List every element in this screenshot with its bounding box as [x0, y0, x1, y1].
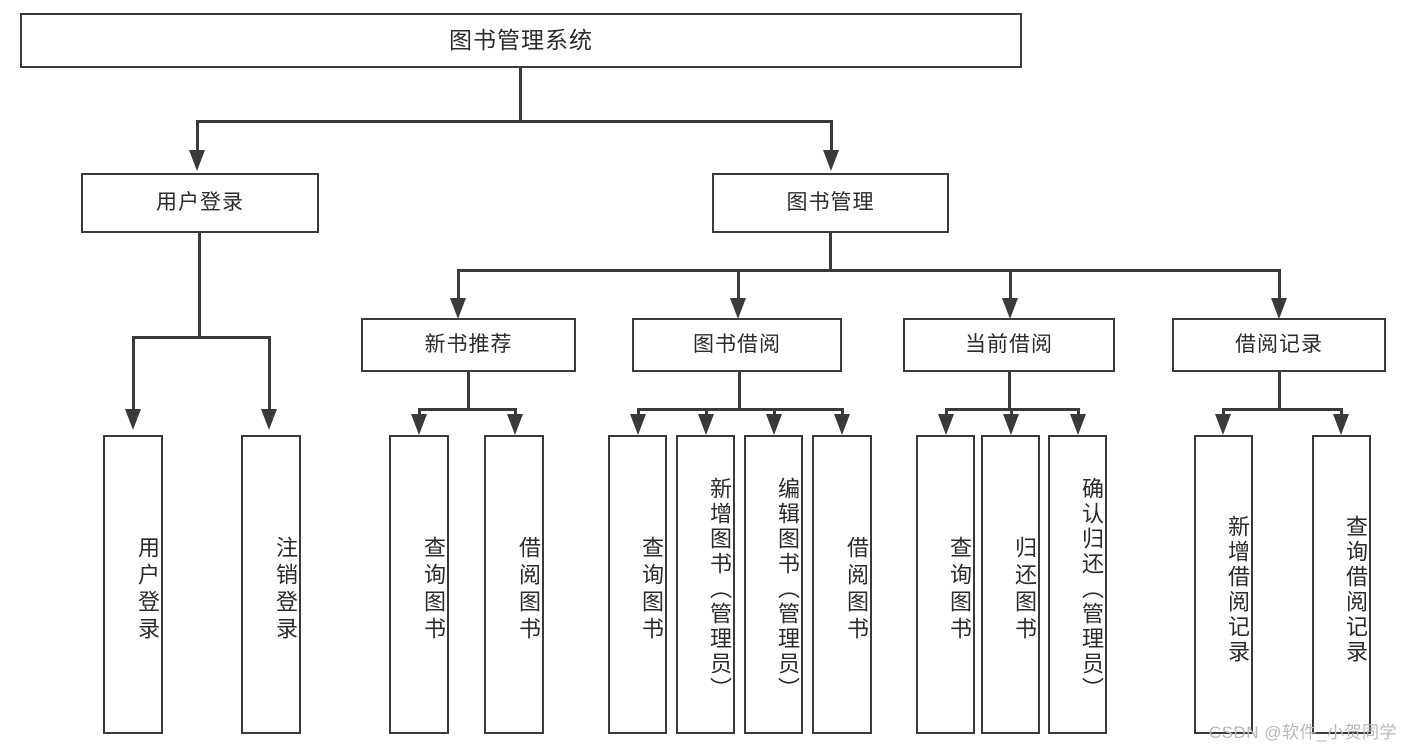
- connector-book-manage-stem: [829, 233, 832, 271]
- connector-user-login-stem: [198, 233, 201, 337]
- connector-root-bar: [196, 120, 833, 123]
- leaf-cb-confirm-return-admin[interactable]: 确认归还（管理员）: [1048, 435, 1107, 734]
- connector-bm-drop-4: [1278, 269, 1281, 300]
- connector-cb-drop-2: [1010, 408, 1013, 416]
- connector-user-login-drop-2: [268, 336, 271, 410]
- connector-root-left-drop: [196, 120, 199, 152]
- connector-br-stem: [1278, 372, 1281, 411]
- leaf-nbr-borrow-book[interactable]: 借阅图书: [484, 435, 544, 734]
- connector-bm-drop-3: [1009, 269, 1012, 300]
- connector-bb-bar: [637, 408, 842, 411]
- connector-nbr-bar: [418, 408, 516, 411]
- arrow-to-cb-leaf-3: [1070, 414, 1086, 435]
- connector-root-stem: [519, 68, 522, 120]
- leaf-logout[interactable]: 注销登录: [241, 435, 301, 734]
- arrow-to-borrow-record: [1271, 298, 1287, 319]
- arrow-to-bb-leaf-4: [834, 414, 850, 435]
- leaf-user-login[interactable]: 用户登录: [103, 435, 163, 734]
- connector-nbr-stem: [467, 372, 470, 411]
- connector-bb-drop-1: [637, 408, 640, 416]
- connector-book-manage-bar: [457, 269, 1281, 272]
- connector-nbr-drop-1: [418, 408, 421, 416]
- connector-cb-drop-1: [945, 408, 948, 416]
- leaf-bb-add-book-admin[interactable]: 新增图书（管理员）: [676, 435, 735, 734]
- arrow-to-current-borrow: [1002, 298, 1018, 319]
- leaf-cb-return-book[interactable]: 归还图书: [981, 435, 1040, 734]
- leaf-br-query-record[interactable]: 查询借阅记录: [1312, 435, 1371, 734]
- connector-bb-drop-2: [705, 408, 708, 416]
- connector-cb-stem: [1008, 372, 1011, 411]
- arrow-to-book-manage: [823, 150, 839, 171]
- leaf-nbr-query-book[interactable]: 查询图书: [389, 435, 449, 734]
- arrow-to-br-leaf-2: [1333, 414, 1349, 435]
- connector-br-drop-1: [1222, 408, 1225, 416]
- node-new-book-recommend[interactable]: 新书推荐: [361, 318, 576, 372]
- arrow-to-user-login: [189, 150, 205, 171]
- arrow-to-cb-leaf-1: [938, 414, 954, 435]
- leaf-bb-edit-book-admin[interactable]: 编辑图书（管理员）: [744, 435, 803, 734]
- arrow-to-bb-leaf-2: [698, 414, 714, 435]
- arrow-to-cb-leaf-2: [1003, 414, 1019, 435]
- arrow-to-br-leaf-1: [1215, 414, 1231, 435]
- node-root-system[interactable]: 图书管理系统: [20, 13, 1022, 68]
- arrow-to-new-book-recommend: [450, 298, 466, 319]
- connector-user-login-bar: [132, 336, 268, 339]
- node-user-login[interactable]: 用户登录: [81, 173, 319, 233]
- leaf-bb-query-book[interactable]: 查询图书: [608, 435, 667, 734]
- arrow-to-bb-leaf-3: [766, 414, 782, 435]
- node-current-borrow[interactable]: 当前借阅: [903, 318, 1115, 372]
- arrow-to-nbr-leaf-1: [411, 414, 427, 435]
- connector-bm-drop-1: [457, 269, 460, 300]
- connector-nbr-drop-2: [514, 408, 517, 416]
- leaf-br-add-record[interactable]: 新增借阅记录: [1194, 435, 1253, 734]
- connector-br-bar: [1222, 408, 1342, 411]
- connector-bb-stem: [738, 372, 741, 411]
- node-book-borrow[interactable]: 图书借阅: [632, 318, 842, 372]
- leaf-cb-query-book[interactable]: 查询图书: [916, 435, 975, 734]
- connector-root-right-drop: [830, 120, 833, 152]
- arrow-to-book-borrow: [730, 298, 746, 319]
- arrow-to-logout-leaf: [261, 409, 277, 430]
- watermark-text: CSDN @软件_小贺同学: [1208, 723, 1397, 742]
- arrow-to-bb-leaf-1: [630, 414, 646, 435]
- arrow-to-user-login-leaf: [125, 409, 141, 430]
- connector-br-drop-2: [1340, 408, 1343, 416]
- node-book-manage[interactable]: 图书管理: [712, 173, 949, 233]
- connector-bb-drop-4: [841, 408, 844, 416]
- node-borrow-record[interactable]: 借阅记录: [1172, 318, 1386, 372]
- connector-user-login-drop-1: [132, 336, 135, 410]
- arrow-to-nbr-leaf-2: [507, 414, 523, 435]
- connector-bb-drop-3: [773, 408, 776, 416]
- connector-cb-drop-3: [1077, 408, 1080, 416]
- leaf-bb-borrow-book[interactable]: 借阅图书: [812, 435, 872, 734]
- connector-bm-drop-2: [737, 269, 740, 300]
